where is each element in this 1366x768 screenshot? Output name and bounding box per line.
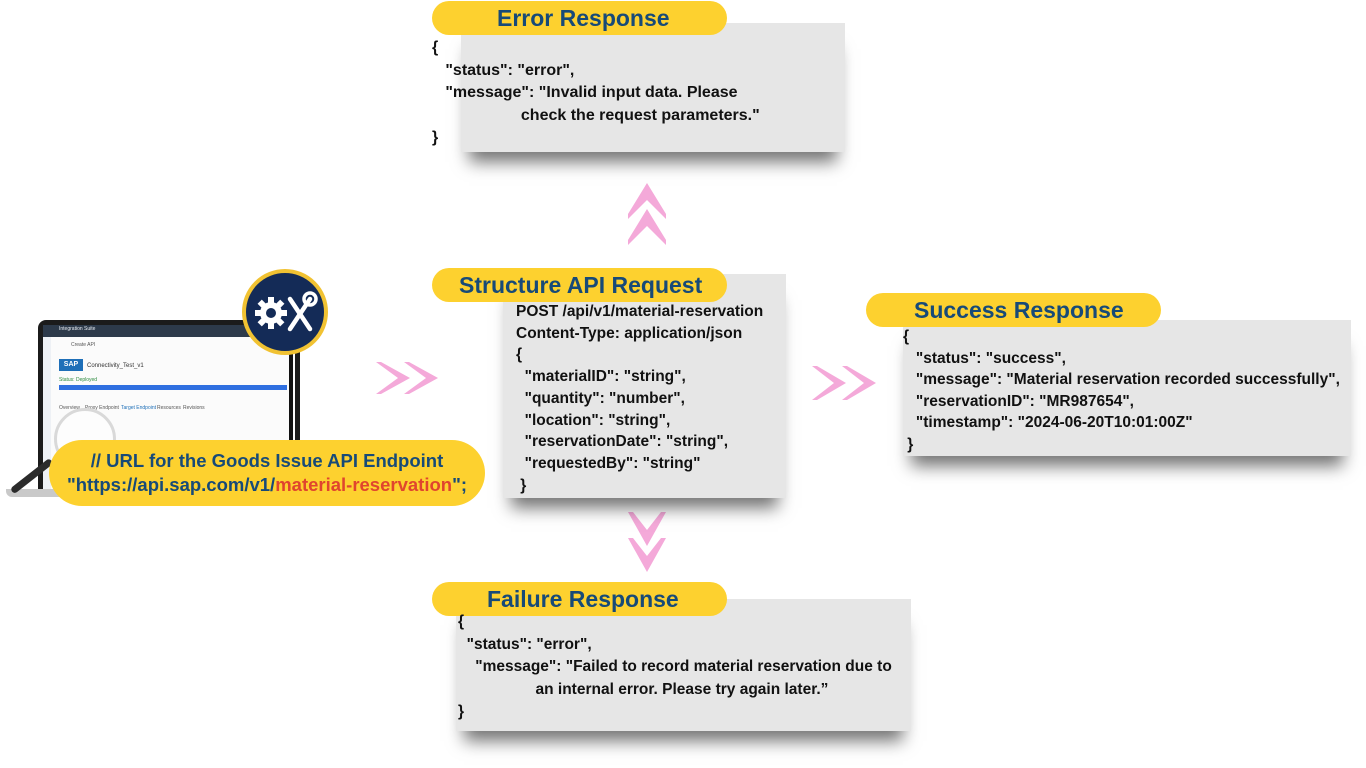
failure-response-title: Failure Response	[432, 582, 727, 616]
laptop-tab: Proxy Endpoint	[85, 405, 119, 411]
endpoint-url-callout: // URL for the Goods Issue API Endpoint …	[49, 440, 485, 506]
chevron-right-icon	[812, 366, 876, 400]
failure-response-box	[456, 599, 911, 731]
badge-stand	[289, 352, 293, 444]
failure-response-code: { "status": "error", "message": "Failed …	[458, 613, 892, 720]
laptop-page-title: Connectivity_Test_v1	[87, 363, 144, 369]
app-name: Integration Suite	[59, 326, 96, 332]
back-link: Create API	[71, 342, 96, 348]
deploy-status: Status: Deployed	[59, 377, 98, 383]
endpoint-url-bar	[59, 385, 287, 390]
success-response-code: { "status": "success", "message": "Mater…	[903, 328, 1340, 453]
error-response-code: { "status": "error", "message": "Invalid…	[432, 39, 760, 146]
laptop-tab: Overview	[59, 405, 80, 411]
success-response-box	[903, 320, 1351, 456]
error-response-box	[461, 23, 845, 152]
gear-wrench-icon	[242, 269, 328, 355]
app-header-bar: Integration Suite	[43, 325, 295, 337]
laptop-tab: Target Endpoint	[121, 405, 157, 411]
sap-logo: SAP	[59, 359, 83, 371]
success-response-title: Success Response	[866, 293, 1161, 327]
url-comment: // URL for the Goods Issue API Endpoint	[90, 450, 444, 471]
laptop-sidebar	[43, 337, 51, 494]
url-prefix: "https://api.sap.com/v1/	[66, 474, 276, 495]
laptop-tab: Resources	[157, 405, 181, 411]
url-path-accent: material-reservation	[275, 474, 453, 495]
request-box	[503, 274, 786, 498]
chevron-up-icon	[628, 183, 666, 245]
url-suffix: ";	[452, 474, 468, 495]
url-line: "https://api.sap.com/v1/material-reserva…	[49, 474, 485, 496]
chevron-down-icon	[628, 512, 666, 572]
request-title: Structure API Request	[432, 268, 727, 302]
laptop-tab: Revisions	[183, 405, 205, 411]
error-response-title: Error Response	[432, 1, 727, 35]
request-code: POST /api/v1/material-reservation Conten…	[516, 303, 764, 494]
chevron-right-icon	[376, 362, 438, 394]
